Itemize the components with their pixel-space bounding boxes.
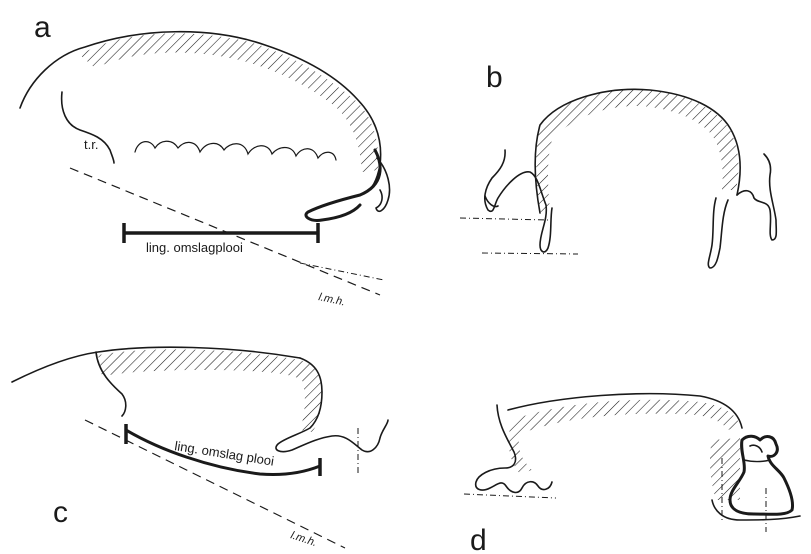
panel-b: b	[460, 61, 776, 268]
panel-d-letter: d	[470, 524, 487, 554]
panel-d: d	[464, 394, 800, 554]
panel-c-reference-line	[85, 420, 345, 548]
panel-a-lmh-line	[300, 263, 384, 280]
panel-b-right-flange	[737, 154, 776, 240]
panel-a: a t.r. l.m.h. ling. omslagplooi	[20, 11, 390, 309]
panel-a-letter: a	[34, 11, 51, 44]
panel-d-right-inner	[744, 445, 770, 461]
panel-d-hatching	[509, 400, 740, 474]
panel-a-fold-label: ling. omslagplooi	[146, 240, 243, 255]
panel-b-upper-ref	[460, 218, 548, 220]
panel-c: c ling. omslag plooi l.m.h.	[12, 347, 388, 549]
panel-a-tr-label: t.r.	[84, 137, 98, 152]
panel-a-hatching	[80, 33, 378, 172]
panel-a-lmh-label: l.m.h.	[317, 291, 346, 308]
panel-c-letter: c	[53, 496, 68, 529]
panel-d-right-hatching	[710, 438, 740, 500]
panel-a-ridge-outline	[20, 32, 381, 192]
panel-d-left-ref	[464, 494, 556, 498]
panel-c-fold-label: ling. omslag plooi	[174, 438, 276, 469]
panel-b-letter: b	[486, 61, 503, 94]
panel-b-right-lower-fold	[708, 198, 728, 268]
panel-a-rugae	[135, 141, 336, 160]
panel-a-tr-fold	[62, 92, 114, 163]
panel-c-hatching	[98, 349, 322, 432]
panel-d-lower-fold	[712, 500, 800, 520]
panel-b-lower-ref	[482, 253, 578, 254]
